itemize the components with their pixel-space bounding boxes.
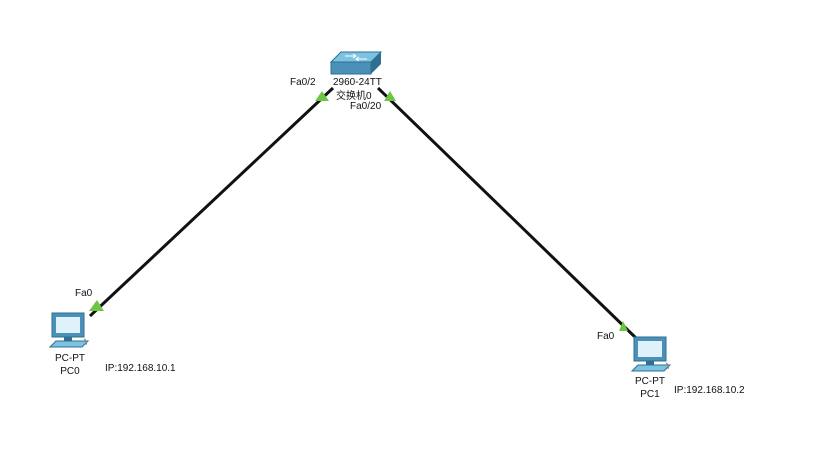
switch-model-label: 2960-24TT (333, 77, 382, 88)
pc1-name-label: PC1 (640, 389, 660, 400)
port-label-pc1-fa0: Fa0 (597, 331, 615, 342)
port-status-light-fa0-20 (384, 91, 396, 101)
pc-icon[interactable] (630, 336, 672, 372)
pc0-model-label: PC-PT (55, 353, 85, 364)
port-label-fa0-20: Fa0/20 (350, 101, 382, 112)
port-status-light-fa0-2 (315, 91, 329, 101)
pc1-model-label: PC-PT (635, 376, 665, 387)
port-label-pc0-fa0: Fa0 (75, 288, 93, 299)
pc0-name-label: PC0 (60, 366, 80, 377)
link-switch-pc1[interactable] (376, 86, 638, 340)
port-label-fa0-2: Fa0/2 (290, 77, 316, 88)
link-switch-pc0[interactable] (88, 86, 335, 318)
pc1-ip-label: IP:192.168.10.2 (674, 385, 745, 396)
pc0-ip-label: IP:192.168.10.1 (105, 363, 176, 374)
pc-icon[interactable] (48, 312, 90, 348)
switch-name-label: 交换机0 (336, 91, 372, 102)
port-status-light-pc0-fa0 (89, 300, 104, 311)
port-status-light-pc1-fa0 (619, 321, 628, 331)
switch-icon[interactable] (329, 51, 383, 75)
